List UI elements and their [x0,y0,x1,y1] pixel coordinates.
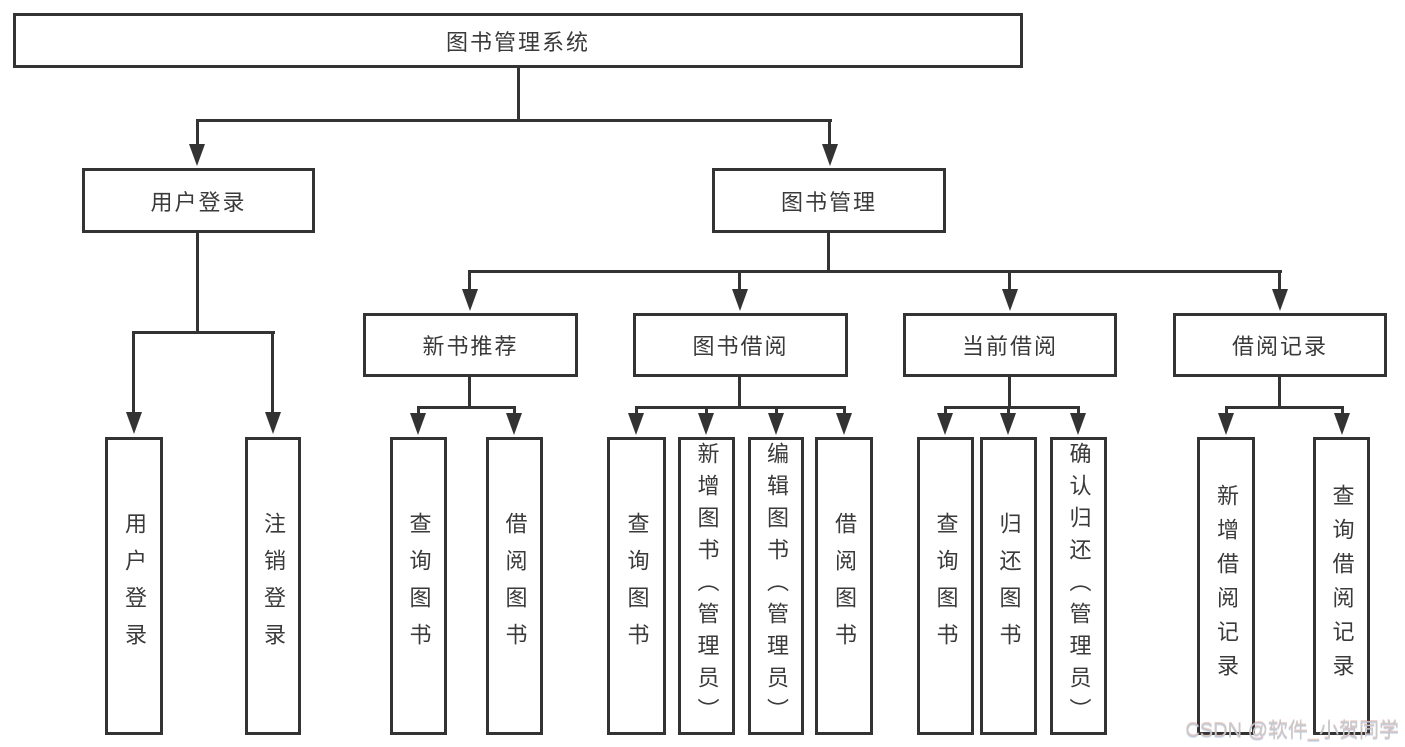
connector-current-rail [944,406,1080,409]
leaf-cb-confirm-return-admin: 确认归还（管理员） [1050,437,1107,735]
node-book-management: 图书管理 [712,168,946,233]
connector-leaf-logout-shaft [271,332,274,414]
node-user-login: 用户登录 [82,168,315,233]
leaf-nb-query-book-label: 查询图书 [406,512,432,660]
arrow-to-leaf-logout [265,412,281,434]
connector-root-stem [517,68,520,122]
connector-current-stem [1008,377,1011,408]
leaf-nb-query-book: 查询图书 [390,437,447,735]
connector-cb-child3-shaft [1077,407,1080,417]
node-book-borrow-label: 图书借阅 [692,334,789,359]
connector-records-shaft [1278,271,1281,293]
arrow-to-borrow [732,289,748,311]
node-root-label: 图书管理系统 [445,29,590,55]
leaf-cb-return-book-label: 归还图书 [996,512,1022,660]
leaf-bb-borrow-book: 借阅图书 [815,437,873,735]
connector-book-mgmt-shaft [828,120,831,148]
arrow-to-leaf-login [126,412,142,434]
connector-leaf-login-shaft [132,332,135,414]
arrow-bb-child1 [628,413,644,435]
arrow-nb-child2 [506,413,522,435]
arrow-cb-child2 [1000,413,1016,435]
leaf-user-login-label: 用户登录 [122,512,147,660]
node-new-book-recommend-label: 新书推荐 [422,334,519,359]
leaf-rc-query-record: 查询借阅记录 [1313,437,1370,735]
connector-book-mgmt-rail [468,270,1282,273]
leaf-logout-label: 注销登录 [261,512,286,660]
connector-newbook-rail [417,406,516,409]
leaf-bb-query-book: 查询图书 [607,437,666,735]
connector-bb-child3-shaft [775,407,778,417]
node-book-borrow: 图书借阅 [633,313,848,377]
connector-newbook-shaft [468,271,471,293]
connector-borrow-stem [738,377,741,408]
connector-bb-child1-shaft [635,407,638,417]
connector-records-stem [1278,377,1281,408]
node-user-login-label: 用户登录 [150,189,247,215]
connector-user-login-shaft [196,120,199,148]
connector-nb-child1-shaft [417,407,420,417]
arrow-bb-child4 [836,413,852,435]
connector-bb-child4-shaft [843,407,846,417]
node-borrow-records-label: 借阅记录 [1231,334,1328,359]
node-root: 图书管理系统 [13,13,1023,68]
leaf-cb-confirm-return-admin-label: 确认归还（管理员） [1066,442,1092,730]
leaf-bb-edit-book-admin: 编辑图书（管理员） [748,437,804,735]
connector-nb-child2-shaft [513,407,516,417]
leaf-user-login: 用户登录 [105,437,163,735]
node-book-management-label: 图书管理 [780,189,877,215]
arrow-rc-child2 [1334,413,1350,435]
arrow-cb-child1 [937,413,953,435]
connector-book-mgmt-stem [827,233,830,273]
leaf-rc-query-record-label: 查询借阅记录 [1329,484,1355,688]
leaf-bb-add-book-admin: 新增图书（管理员） [678,437,735,735]
connector-borrow-rail [635,406,846,409]
connector-borrow-shaft [738,271,741,293]
leaf-logout: 注销登录 [245,437,301,735]
leaf-nb-borrow-book-label: 借阅图书 [502,512,528,660]
leaf-bb-edit-book-admin-label: 编辑图书（管理员） [764,442,789,730]
connector-user-login-rail [132,331,275,334]
node-current-borrow: 当前借阅 [903,313,1117,377]
leaf-bb-borrow-book-label: 借阅图书 [832,512,857,660]
arrow-to-user-login [189,144,205,166]
leaf-bb-add-book-admin-label: 新增图书（管理员） [694,442,720,730]
leaf-cb-query-book: 查询图书 [917,437,974,735]
arrow-to-book-mgmt [822,144,838,166]
arrow-to-current [1002,289,1018,311]
arrow-rc-child1 [1218,413,1234,435]
connector-current-shaft [1008,271,1011,293]
connector-rc-child2-shaft [1341,407,1344,417]
leaf-cb-query-book-label: 查询图书 [933,512,959,660]
leaf-nb-borrow-book: 借阅图书 [486,437,543,735]
node-borrow-records: 借阅记录 [1173,313,1387,377]
connector-cb-child1-shaft [944,407,947,417]
node-current-borrow-label: 当前借阅 [961,334,1058,359]
connector-cb-child2-shaft [1007,407,1010,417]
leaf-rc-add-record: 新增借阅记录 [1197,437,1255,735]
leaf-cb-return-book: 归还图书 [980,437,1037,735]
csdn-watermark: CSDN @软件_小贺同学 [1185,720,1399,742]
arrow-bb-child3 [768,413,784,435]
node-new-book-recommend: 新书推荐 [363,313,578,377]
connector-bb-child2-shaft [705,407,708,417]
connector-root-rail [196,119,832,122]
connector-rc-child1-shaft [1225,407,1228,417]
arrow-bb-child2 [698,413,714,435]
leaf-bb-query-book-label: 查询图书 [624,512,650,660]
connector-records-rail [1225,406,1344,409]
connector-newbook-stem [468,377,471,408]
arrow-cb-child3 [1070,413,1086,435]
arrow-nb-child1 [410,413,426,435]
leaf-rc-add-record-label: 新增借阅记录 [1214,484,1239,688]
arrow-to-newbook [462,289,478,311]
connector-user-login-stem [196,233,199,334]
arrow-to-records [1272,289,1288,311]
